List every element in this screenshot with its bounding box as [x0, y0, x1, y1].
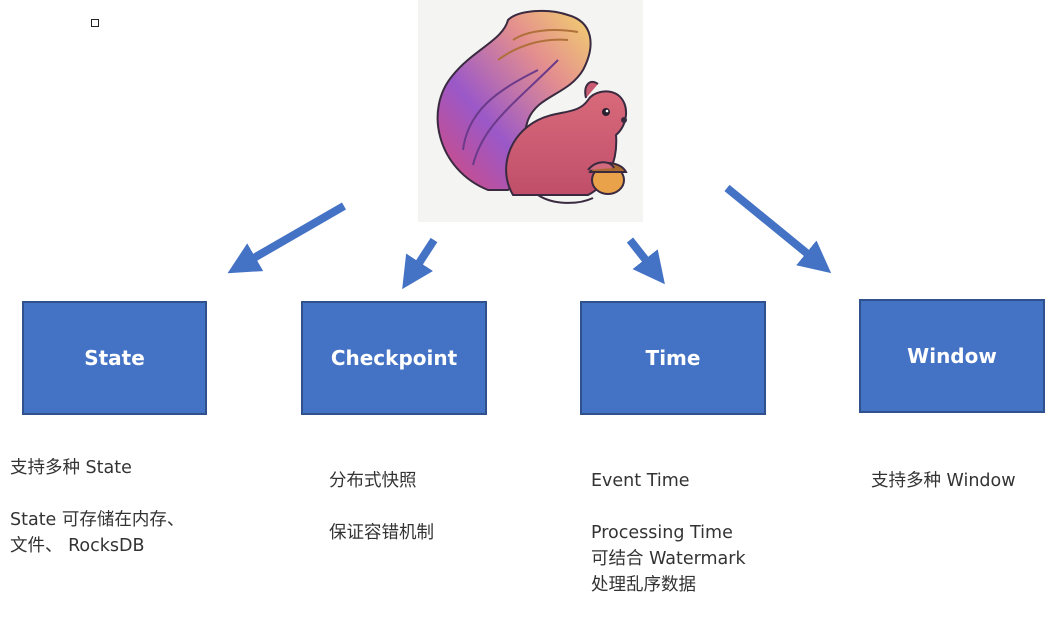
window-box: Window — [859, 299, 1045, 413]
arrow-to-checkpoint — [402, 237, 438, 290]
squirrel-logo-icon — [418, 0, 643, 222]
time-description: Event Time Processing Time 可结合 Watermark… — [591, 468, 746, 598]
state-desc-line: 支持多种 State — [10, 458, 132, 478]
state-desc-gap — [10, 481, 184, 507]
checkpoint-desc-gap — [329, 494, 434, 520]
window-box-label: Window — [907, 344, 997, 368]
time-desc-line: Event Time — [591, 471, 690, 491]
small-square-marker — [91, 19, 99, 27]
time-box: Time — [580, 301, 766, 415]
state-box: State — [22, 301, 207, 415]
checkpoint-desc-line: 保证容错机制 — [329, 523, 434, 543]
state-desc-line: State 可存储在内存、 — [10, 510, 185, 530]
checkpoint-box-label: Checkpoint — [330, 346, 458, 370]
time-desc-line: 处理乱序数据 — [591, 575, 696, 595]
time-desc-line: Processing Time — [591, 523, 733, 543]
arrow-to-window — [724, 184, 832, 274]
checkpoint-desc-line: 分布式快照 — [329, 471, 417, 491]
checkpoint-description: 分布式快照 保证容错机制 — [329, 468, 434, 546]
state-description: 支持多种 State State 可存储在内存、 文件、 RocksDB — [10, 455, 184, 559]
arrow-to-state — [227, 202, 346, 274]
window-desc-line: 支持多种 Window — [871, 471, 1016, 491]
window-description: 支持多种 Window — [871, 468, 1016, 494]
arrow-to-time — [626, 237, 665, 285]
time-desc-line: 可结合 Watermark — [591, 549, 746, 569]
time-desc-gap — [591, 494, 746, 520]
state-desc-line: 文件、 RocksDB — [10, 536, 145, 556]
state-box-label: State — [84, 346, 145, 370]
time-box-label: Time — [645, 346, 701, 370]
checkpoint-box: Checkpoint — [301, 301, 487, 415]
